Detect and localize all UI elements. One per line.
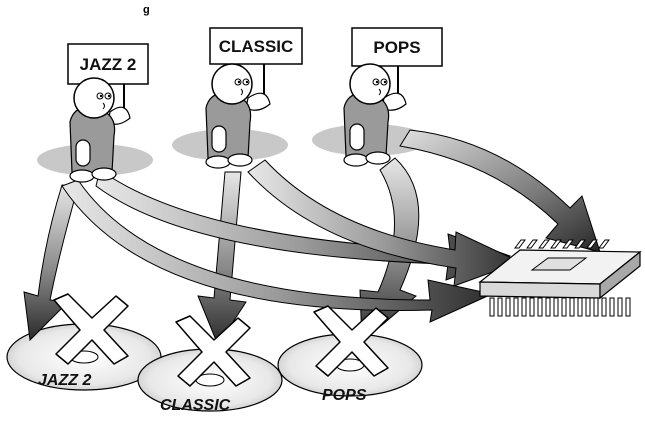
arrow-jazz-to-chip-low [61,179,494,323]
sign-jazz: JAZZ 2 [67,43,149,85]
character-jazz: JAZZ 2 [67,43,149,183]
arrow-pops-to-chip [399,129,601,253]
arrow-jazz-to-disc [23,184,79,342]
disc-label-classic: CLASSIC [160,397,231,414]
sign-label-jazz: JAZZ 2 [80,55,137,74]
memory-chip [478,239,642,317]
sign-label-pops: POPS [373,38,420,57]
cross-mark-classic [175,315,251,387]
sign-label-classic: CLASSIC [219,37,294,56]
header-title: g [143,4,150,16]
disc-label-jazz: JAZZ 2 [38,372,91,389]
disc-pops: POPS [277,333,423,404]
disc-label-pops: POPS [322,387,367,404]
cross-mark-pops [313,305,389,377]
sign-pops: POPS [351,27,443,67]
arrow-classic-to-chip [247,159,522,287]
character-pops: POPS [343,27,443,167]
cross-mark-jazz [53,293,129,365]
character-classic: CLASSIC [205,27,303,169]
disc-jazz: JAZZ 2 [6,323,162,391]
sign-classic: CLASSIC [209,27,303,65]
